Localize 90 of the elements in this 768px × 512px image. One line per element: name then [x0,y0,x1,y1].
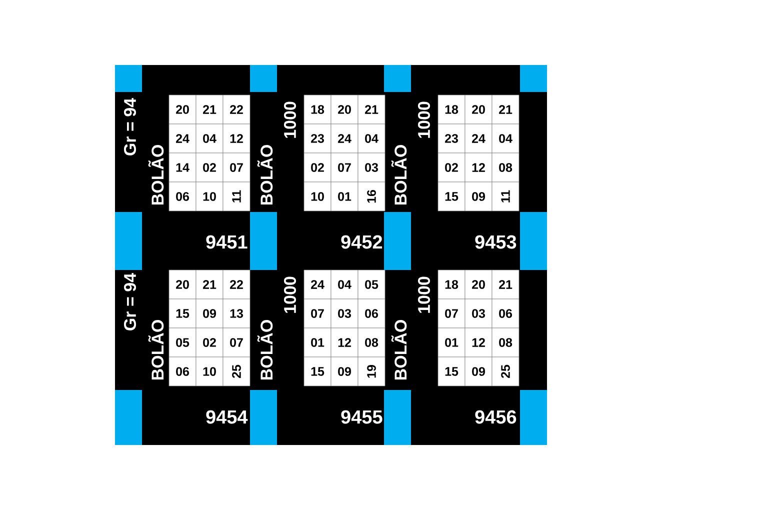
ticket-number: 9453 [475,235,516,249]
side-label: BOLÃO [148,145,164,205]
grid-cell: 12 [330,328,358,358]
side-label: Gr = 94 [124,98,136,156]
grid-cell: 07 [304,298,332,328]
grid-cell: 02 [196,152,224,182]
ticket-number: 9451 [206,235,248,249]
grid-cell: 14 [168,152,196,182]
side-label: BOLÃO [148,320,164,380]
side-label: BOLÃO [391,145,407,205]
grid-cell: 04 [330,270,358,300]
grid-cell: 25 [492,356,520,386]
side-label: 1000 [418,276,430,313]
grid-cell: 23 [438,124,466,154]
grid-cell: 20 [168,270,196,300]
grid-cell: 12 [464,152,492,182]
side-label: 1000 [284,102,296,138]
grid-cell: 09 [464,182,492,212]
side-label: BOLÃO [257,320,273,380]
grid-cell: 05 [358,270,386,300]
grid-cell: 20 [464,94,492,124]
grid-cell: 24 [464,124,492,154]
grid-cell: 06 [168,356,196,386]
grid-cell: 02 [438,152,466,182]
grid-cell: 07 [222,328,250,358]
grid-cell: 11 [222,182,250,212]
grid-cell: 25 [222,356,250,386]
grid-cell: 01 [330,182,358,212]
grid-cell: 21 [492,94,520,124]
side-label: BOLÃO [257,145,273,205]
grid-cell: 10 [196,356,224,386]
grid-cell: 01 [438,328,466,358]
side-label: 1000 [284,276,296,313]
grid-cell: 03 [330,298,358,328]
grid-cell: 21 [358,94,386,124]
side-label: Gr = 94 [124,273,136,330]
grid-cell: 07 [330,152,358,182]
grid-cell: 18 [438,270,466,300]
grid-cell: 19 [358,356,386,386]
grid-cell: 02 [304,152,332,182]
grid-cell: 04 [492,124,520,154]
side-label: BOLÃO [391,320,407,380]
grid-cell: 10 [196,182,224,212]
grid-cell: 04 [196,124,224,154]
grid-cell: 03 [358,152,386,182]
grid-cell: 18 [304,94,332,124]
grid-cell: 20 [330,94,358,124]
grid-cell: 15 [304,356,332,386]
grid-cell: 01 [304,328,332,358]
grid-cell: 02 [196,328,224,358]
grid-cell: 20 [464,270,492,300]
grid-cell: 04 [358,124,386,154]
grid-cell: 06 [492,298,520,328]
grid-cell: 21 [196,94,224,124]
grid-cell: 12 [464,328,492,358]
grid-cell: 10 [304,182,332,212]
grid-cell: 09 [330,356,358,386]
grid-cell: 09 [196,298,224,328]
grid-cell: 21 [492,270,520,300]
grid-cell: 08 [358,328,386,358]
ticket-number: 9456 [475,410,516,424]
grid-cell: 08 [492,152,520,182]
grid-cell: 22 [222,94,250,124]
ticket-number: 9454 [206,410,248,424]
grid-cell: 07 [222,152,250,182]
grid-cell: 24 [330,124,358,154]
grid-cell: 06 [358,298,386,328]
grid-cell: 03 [464,298,492,328]
grid-cell: 20 [168,94,196,124]
side-label: 1000 [418,102,430,138]
grid-cell: 22 [222,270,250,300]
ticket-number: 9452 [341,235,382,249]
grid-cell: 24 [304,270,332,300]
grid-cell: 11 [492,182,520,212]
grid-cell: 15 [438,182,466,212]
grid-cell: 06 [168,182,196,212]
grid-cell: 09 [464,356,492,386]
grid-cell: 07 [438,298,466,328]
ticket-number: 9455 [341,410,382,424]
grid-cell: 23 [304,124,332,154]
grid-cell: 13 [222,298,250,328]
grid-cell: 08 [492,328,520,358]
grid-cell: 18 [438,94,466,124]
grid-cell: 15 [168,298,196,328]
grid-cell: 12 [222,124,250,154]
grid-cell: 21 [196,270,224,300]
grid-cell: 24 [168,124,196,154]
grid-cell: 15 [438,356,466,386]
grid-cell: 16 [358,182,386,212]
grid-cell: 05 [168,328,196,358]
